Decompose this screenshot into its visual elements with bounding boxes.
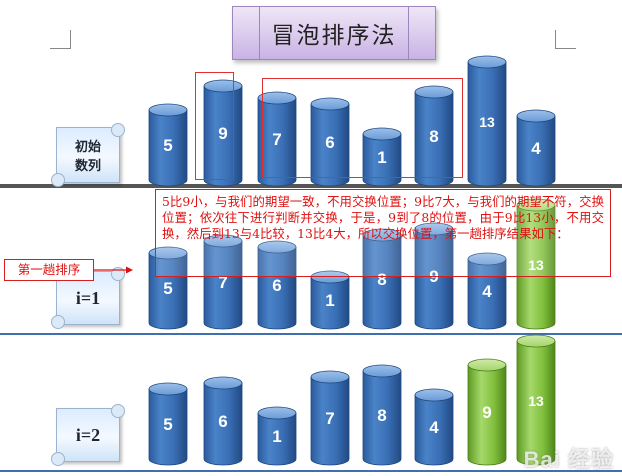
cylinder-row2-pos7: 13 [516,334,556,466]
cylinder-value-row0-pos2: 7 [272,130,281,149]
cylinder-row0-pos1: 9 [203,79,243,187]
cylinder-row2-pos1: 6 [203,376,243,466]
cylinder-row0-pos6: 13 [467,55,507,187]
explanation-note-text: 5比9小，与我们的期望一致，不用交换位置；9比7大，与我们的期望不符，交换位置；… [162,194,604,241]
cylinder-value-row2-pos0: 5 [163,415,172,434]
cylinder-row2-pos2: 1 [257,406,297,466]
cylinder-value-row0-pos0: 5 [163,136,172,155]
row-label-pass-2: i=2 [51,404,125,466]
cylinder-value-row2-pos4: 8 [377,406,386,425]
cylinder-value-row0-pos1: 9 [218,124,227,143]
cylinder-value-row1-pos4: 8 [377,270,386,289]
cylinder-value-row0-pos3: 6 [325,133,334,152]
cylinder-value-row0-pos6: 13 [479,114,495,130]
cylinder-row2-pos4: 8 [362,364,402,466]
cylinder-row2-pos0: 5 [148,382,188,466]
cylinder-row2-pos3: 7 [310,370,350,466]
highlight-swap-range [262,78,463,178]
cylinder-row1-pos2: 6 [257,240,297,330]
row-label-pass-2-text: i=2 [75,424,101,445]
row-label-initial-text: 初始 数列 [74,140,101,174]
cylinder-row0-pos2: 7 [257,91,297,187]
row-0-baseline [0,184,622,188]
diagram-title: 冒泡排序法 [271,23,397,49]
cylinder-row1-pos3: 1 [310,270,350,330]
watermark-logo: Bai 经验 [523,447,614,472]
cylinder-row1-pos7: 13 [516,198,556,330]
cylinder-value-row2-pos2: 1 [272,427,281,446]
cylinder-row1-pos4: 8 [362,228,402,330]
cylinder-value-row1-pos2: 6 [272,276,281,295]
cylinder-value-row0-pos5: 8 [429,127,438,146]
cylinder-row0-pos3: 6 [310,97,350,187]
row-label-pass-1-text: i=1 [75,287,101,308]
cylinder-value-row1-pos7: 13 [528,257,544,273]
cylinder-value-row0-pos4: 1 [377,148,386,167]
first-pass-label-text: 第一趟排序 [17,262,81,277]
diagram-title-box: 冒泡排序法 [232,6,436,60]
cylinder-value-row2-pos7: 13 [528,393,544,409]
cylinder-value-row2-pos3: 7 [325,409,334,428]
row-1-baseline [0,333,622,335]
highlight-compare-pair [195,72,234,180]
cylinder-row2-pos5: 4 [414,388,454,466]
cylinder-row0-pos7: 4 [516,109,556,187]
cylinder-row1-pos0: 5 [148,246,188,330]
cylinder-row1-pos1: 7 [203,234,243,330]
cylinder-value-row1-pos3: 1 [325,291,334,310]
cylinder-value-row1-pos1: 7 [218,273,227,292]
cylinder-value-row2-pos6: 9 [482,403,491,422]
cylinder-value-row1-pos0: 5 [163,279,172,298]
cylinder-value-row2-pos1: 6 [218,412,227,431]
cylinder-value-row1-pos6: 4 [482,282,492,301]
row-label-initial: 初始 数列 [51,123,125,187]
row-2-baseline [0,470,622,472]
cylinder-row0-pos0: 5 [148,103,188,187]
explanation-note: 5比9小，与我们的期望一致，不用交换位置；9比7大，与我们的期望不符，交换位置；… [155,189,611,277]
cylinder-row2-pos6: 9 [467,358,507,466]
cylinder-row0-pos5: 8 [414,85,454,187]
cylinder-value-row0-pos7: 4 [531,139,541,158]
crop-mark-top-right [555,30,576,49]
cylinder-row0-pos4: 1 [362,127,402,187]
crop-mark-top-left [50,30,71,49]
cylinder-value-row2-pos5: 4 [429,418,439,437]
first-pass-label: 第一趟排序 [4,259,94,281]
